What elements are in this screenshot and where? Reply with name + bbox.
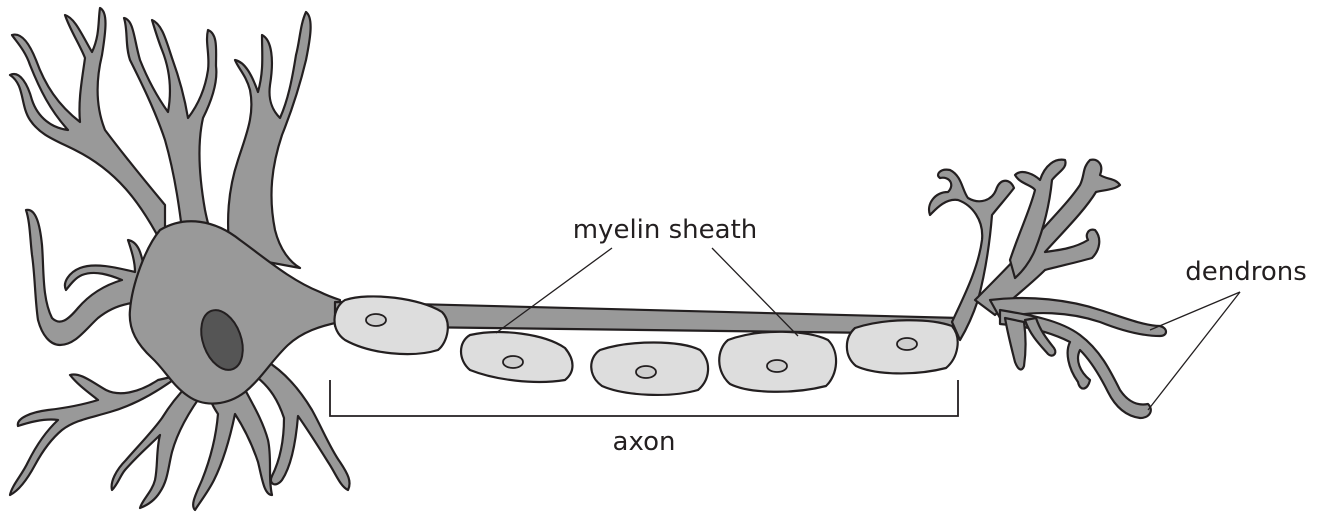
schwann-nucleus-3 <box>635 365 657 379</box>
terminal-branch-small-down <box>1003 316 1027 371</box>
dendrite-lower-right <box>192 378 274 512</box>
soma <box>128 220 342 405</box>
schwann-nucleus-2 <box>502 355 524 369</box>
nucleus <box>200 309 244 371</box>
terminal-branch-upper <box>1008 158 1067 280</box>
dendrite-upper-left <box>8 6 167 252</box>
terminal-branch-small-down-2 <box>1023 316 1057 357</box>
dendrons-leader-upper <box>1149 291 1241 331</box>
myelin-leader-left <box>495 247 613 334</box>
dendrite-lower-left <box>8 373 182 497</box>
dendrite-upper-right <box>226 10 312 270</box>
myelin-sheath-label: myelin sheath <box>573 215 758 245</box>
terminal-branch-up-right <box>973 158 1122 317</box>
myelin-leader-right <box>711 247 799 337</box>
dendrite-lower-far-right <box>256 358 351 492</box>
cell-body-group <box>8 6 351 512</box>
schwann-nucleus-1 <box>365 313 387 327</box>
terminal-branch-right <box>988 296 1168 338</box>
schwann-nucleus-4 <box>766 359 788 373</box>
terminal-group <box>927 158 1168 420</box>
myelin-sheath-2 <box>459 330 574 384</box>
myelin-sheath-4 <box>718 330 838 393</box>
myelin-sheath-3 <box>590 341 710 397</box>
schwann-nucleus-5 <box>896 337 918 351</box>
myelin-sheath-5 <box>845 319 959 375</box>
axon-group <box>333 295 962 397</box>
myelin-sheath-1 <box>333 295 449 356</box>
dendrons-label: dendrons <box>1185 257 1307 287</box>
axon-bracket <box>329 380 959 417</box>
terminal-branch-up-left <box>927 168 1016 342</box>
terminal-branch-down <box>998 308 1152 420</box>
dendrons-leader-lower <box>1147 291 1241 411</box>
dendrite-upper-middle <box>122 16 224 257</box>
axon-label: axon <box>613 427 676 457</box>
dendrite-lower-middle <box>110 383 207 510</box>
